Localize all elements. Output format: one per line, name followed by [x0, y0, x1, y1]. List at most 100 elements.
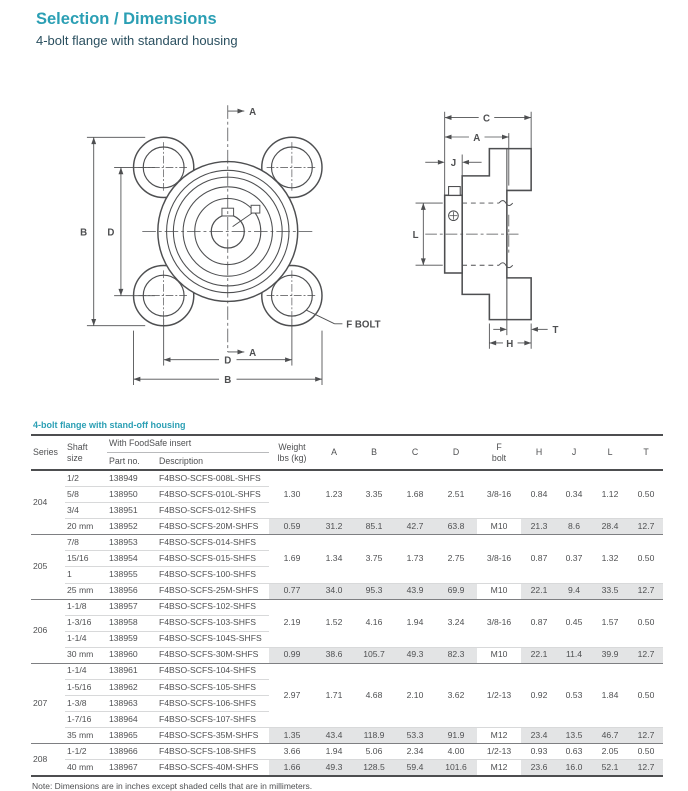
value-cell: 1.66: [269, 759, 316, 777]
header-j: J: [557, 435, 592, 472]
value-cell: 12.7: [629, 646, 664, 664]
part-no-cell: 138965: [107, 727, 157, 744]
f-bolt-callout: F BOLT: [346, 320, 380, 331]
value-cell: 4.16: [353, 598, 396, 648]
shaft-size-cell: 5/8: [65, 486, 107, 503]
value-cell: 59.4: [395, 759, 436, 777]
shaft-size-cell: 1-3/16: [65, 614, 107, 632]
value-cell: 1.69: [269, 534, 316, 584]
value-cell: 23.6: [521, 759, 558, 777]
part-no-cell: 138963: [107, 694, 157, 712]
header-description: Description: [157, 452, 270, 472]
value-cell: 3.35: [353, 469, 396, 519]
value-cell: 0.92: [521, 662, 558, 728]
value-cell: 0.77: [269, 582, 316, 600]
value-cell: 1.84: [591, 662, 630, 728]
description-cell: F4BSO-SCFS-107-SHFS: [157, 711, 270, 728]
shaft-size-cell: 15/16: [65, 550, 107, 567]
dim-label-d-bottom: D: [224, 356, 231, 367]
value-cell: 16.0: [557, 759, 592, 777]
value-cell: 3/8-16: [477, 534, 522, 584]
value-cell: 2.97: [269, 662, 316, 728]
part-no-cell: 138952: [107, 518, 157, 535]
part-no-cell: 138951: [107, 502, 157, 519]
shaft-size-cell: 7/8: [65, 534, 107, 551]
value-cell: 69.9: [435, 582, 478, 600]
part-no-cell: 138950: [107, 486, 157, 503]
value-cell: 0.99: [269, 646, 316, 664]
shaft-size-cell: 20 mm: [65, 518, 107, 535]
value-cell: M10: [477, 582, 522, 600]
value-cell: 38.6: [315, 646, 354, 664]
value-cell: 5.06: [353, 743, 396, 760]
part-no-cell: 138956: [107, 582, 157, 600]
description-cell: F4BSO-SCFS-015-SHFS: [157, 550, 270, 567]
value-cell: 0.50: [629, 743, 664, 760]
value-cell: 42.7: [395, 518, 436, 535]
dim-label-b-bottom: B: [224, 375, 231, 386]
value-cell: 1.68: [395, 469, 436, 519]
dimensions-table: Series Shaft size With FoodSafe insert W…: [31, 434, 664, 778]
series-cell: 206: [31, 598, 65, 664]
description-cell: F4BSO-SCFS-108-SHFS: [157, 743, 270, 760]
value-cell: 46.7: [591, 727, 630, 744]
header-shaft-size: Shaft size: [65, 435, 107, 472]
value-cell: M12: [477, 727, 522, 744]
value-cell: 1.52: [315, 598, 354, 648]
series-cell: 208: [31, 743, 65, 777]
value-cell: 2.34: [395, 743, 436, 760]
part-no-cell: 138958: [107, 614, 157, 632]
value-cell: 95.3: [353, 582, 396, 600]
description-cell: F4BSO-SCFS-014-SHFS: [157, 534, 270, 551]
part-no-cell: 138957: [107, 598, 157, 616]
description-cell: F4BSO-SCFS-012-SHFS: [157, 502, 270, 519]
part-no-cell: 138954: [107, 550, 157, 567]
value-cell: 8.6: [557, 518, 592, 535]
shaft-size-cell: 1-1/4: [65, 630, 107, 648]
value-cell: 1.73: [395, 534, 436, 584]
description-cell: F4BSO-SCFS-100-SHFS: [157, 566, 270, 584]
value-cell: 91.9: [435, 727, 478, 744]
value-cell: 3.24: [435, 598, 478, 648]
header-d: D: [435, 435, 478, 472]
shaft-size-cell: 30 mm: [65, 646, 107, 664]
page-subtitle: 4-bolt flange with standard housing: [36, 33, 238, 48]
value-cell: 12.7: [629, 759, 664, 777]
description-cell: F4BSO-SCFS-102-SHFS: [157, 598, 270, 616]
value-cell: 2.75: [435, 534, 478, 584]
table-title: 4-bolt flange with stand-off housing: [33, 420, 186, 430]
value-cell: 22.1: [521, 646, 558, 664]
header-a: A: [315, 435, 354, 472]
dim-label-j: J: [451, 158, 456, 169]
value-cell: 0.87: [521, 534, 558, 584]
header-t: T: [629, 435, 664, 472]
section-label-bottom: A: [249, 348, 256, 359]
description-cell: F4BSO-SCFS-25M-SHFS: [157, 582, 270, 600]
part-no-cell: 138967: [107, 759, 157, 777]
value-cell: 1.57: [591, 598, 630, 648]
shaft-size-cell: 40 mm: [65, 759, 107, 777]
value-cell: 1.35: [269, 727, 316, 744]
value-cell: 13.5: [557, 727, 592, 744]
dim-label-h: H: [506, 339, 513, 350]
value-cell: 0.37: [557, 534, 592, 584]
value-cell: 3.75: [353, 534, 396, 584]
value-cell: 0.63: [557, 743, 592, 760]
value-cell: 101.6: [435, 759, 478, 777]
value-cell: M10: [477, 646, 522, 664]
value-cell: 3/8-16: [477, 469, 522, 519]
value-cell: 3/8-16: [477, 598, 522, 648]
shaft-size-cell: 1/2: [65, 469, 107, 487]
value-cell: 63.8: [435, 518, 478, 535]
value-cell: 31.2: [315, 518, 354, 535]
header-foodsafe-group: With FoodSafe insert: [107, 435, 270, 453]
table-header: Series Shaft size With FoodSafe insert W…: [31, 435, 664, 472]
value-cell: 0.45: [557, 598, 592, 648]
value-cell: 12.7: [629, 582, 664, 600]
